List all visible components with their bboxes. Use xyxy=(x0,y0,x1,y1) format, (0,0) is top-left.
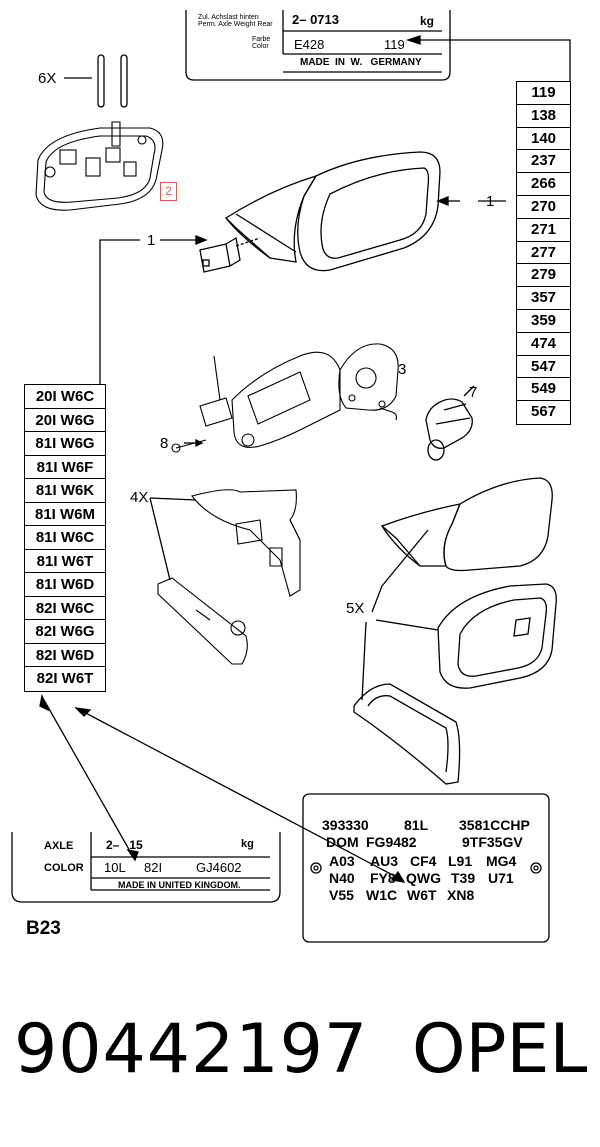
code-cell: 279 xyxy=(517,264,570,288)
code-cell: 357 xyxy=(517,287,570,310)
vin-r3-c4: U71 xyxy=(488,870,514,886)
code-cell: 81I W6K xyxy=(25,479,105,503)
axle-label-en: Perm. Axle Weight Rear xyxy=(198,21,273,28)
vin-r1-c2: 9TF35GV xyxy=(462,834,523,850)
bolts-icon xyxy=(64,54,128,108)
top-plate-frame xyxy=(185,10,451,81)
code-cell: 81I W6G xyxy=(25,432,105,456)
code-cell: 547 xyxy=(517,356,570,379)
right-code-table: 119 138 140 237 266 270 271 277 279 357 … xyxy=(516,81,571,425)
code-cell: 81I W6F xyxy=(25,456,105,479)
mirror-base-plate xyxy=(35,121,164,211)
code-cell: 474 xyxy=(517,333,570,356)
code-cell: 82I W6C xyxy=(25,597,105,620)
vin-r4-c0: V55 xyxy=(329,887,354,903)
cover-strip xyxy=(157,577,248,665)
callout-connector: 1 xyxy=(147,232,156,249)
code-cell: 81I W6C xyxy=(25,526,105,550)
code-cell: 237 xyxy=(517,150,570,174)
bottom-axle-unit: kg xyxy=(241,838,254,850)
callout-screw: 8 xyxy=(160,435,169,452)
vin-r3-c3: T39 xyxy=(451,870,476,886)
code-cell: 549 xyxy=(517,378,570,402)
vin-r1-c0: DOM xyxy=(326,834,359,850)
housing-bracket xyxy=(191,489,301,597)
mirror-frame xyxy=(437,583,557,689)
callout-housing-qty: 4X xyxy=(130,489,149,506)
vin-r2-c0: A03 xyxy=(329,853,355,869)
lower-cover xyxy=(353,683,461,785)
code-cell: 138 xyxy=(517,105,570,128)
mirror-assembly-bottom xyxy=(381,477,553,572)
code-cell: 82I W6G xyxy=(25,620,105,644)
connector-icon xyxy=(199,236,261,273)
bottom-made-in: MADE IN UNITED KINGDOM. xyxy=(118,880,241,890)
vin-r2-c1: AU3 xyxy=(370,853,399,869)
callout-screws-qty: 6X xyxy=(38,70,57,87)
bottom-axle-value: 2– 15 xyxy=(106,838,143,852)
color-label-de: Farbe xyxy=(252,36,271,43)
axle-label-de: Zul. Achslast hinten xyxy=(198,14,259,21)
top-axle-unit: kg xyxy=(420,14,435,28)
code-cell: 20I W6C xyxy=(25,385,105,409)
code-cell: 266 xyxy=(517,173,570,196)
part-number: 90442197 xyxy=(14,1010,369,1089)
top-made-in: MADE IN W. GERMANY xyxy=(300,57,422,68)
callout-covers-qty: 5X xyxy=(346,600,365,617)
callout-bulb: 7 xyxy=(469,384,478,401)
top-axle-value: 2– 0713 xyxy=(292,12,339,27)
vin-r4-c1: W1C xyxy=(366,887,398,903)
bottom-color-label: COLOR xyxy=(44,862,84,874)
vin-plate-frame xyxy=(302,793,550,943)
bottom-color-code-2: 82I xyxy=(144,860,163,875)
code-cell: 82I W6D xyxy=(25,644,105,667)
bottom-plate-frame xyxy=(11,832,281,903)
brand-name: OPEL xyxy=(412,1010,588,1089)
mirror-assembly-top xyxy=(225,151,441,272)
vin-r0-c1: 81L xyxy=(404,817,429,833)
ref-number-box: 2 xyxy=(160,182,177,201)
code-cell: 81I W6D xyxy=(25,573,105,597)
code-cell: 140 xyxy=(517,128,570,151)
variant-label: B23 xyxy=(26,918,61,939)
top-color-number: 119 xyxy=(384,37,405,52)
code-cell: 81I W6T xyxy=(25,550,105,573)
vin-r0-c0: 393330 xyxy=(322,817,369,833)
callout-motor: 3 xyxy=(398,361,407,378)
bottom-color-code-1: 10L xyxy=(104,860,126,875)
vin-r1-c1: FG9482 xyxy=(366,834,417,850)
vin-r4-c2: W6T xyxy=(407,887,437,903)
vin-r0-c2: 3581CCHP xyxy=(459,817,530,833)
code-cell: 81I W6M xyxy=(25,503,105,526)
code-cell: 270 xyxy=(517,196,570,219)
color-label-en: Color xyxy=(252,43,269,50)
vin-r3-c2: QWG xyxy=(406,870,441,886)
vin-r4-c3: XN8 xyxy=(447,887,475,903)
bottom-axle-label: AXLE xyxy=(44,840,74,852)
bottom-color-code-3: GJ4602 xyxy=(196,860,242,875)
left-code-table: 20I W6C 20I W6G 81I W6G 81I W6F 81I W6K … xyxy=(24,384,106,692)
code-cell: 82I W6T xyxy=(36,670,94,687)
vin-r2-c3: L91 xyxy=(448,853,473,869)
code-cell: 277 xyxy=(517,242,570,265)
code-cell: 20I W6G xyxy=(25,409,105,432)
mirror-mechanism xyxy=(171,343,399,453)
vin-r2-c4: MG4 xyxy=(486,853,517,869)
vin-r2-c2: CF4 xyxy=(410,853,437,869)
top-color-code: E428 xyxy=(294,37,325,52)
callout-mirror-glass: 1 xyxy=(486,193,495,210)
code-cell: 271 xyxy=(517,219,570,242)
bulb-holder-icon xyxy=(425,385,475,461)
vin-r3-c1: FY8 xyxy=(370,870,396,886)
code-cell: 119 xyxy=(517,82,570,105)
vin-r3-c0: N40 xyxy=(329,870,355,886)
code-cell: 359 xyxy=(517,310,570,333)
code-cell: 567 xyxy=(530,403,557,421)
